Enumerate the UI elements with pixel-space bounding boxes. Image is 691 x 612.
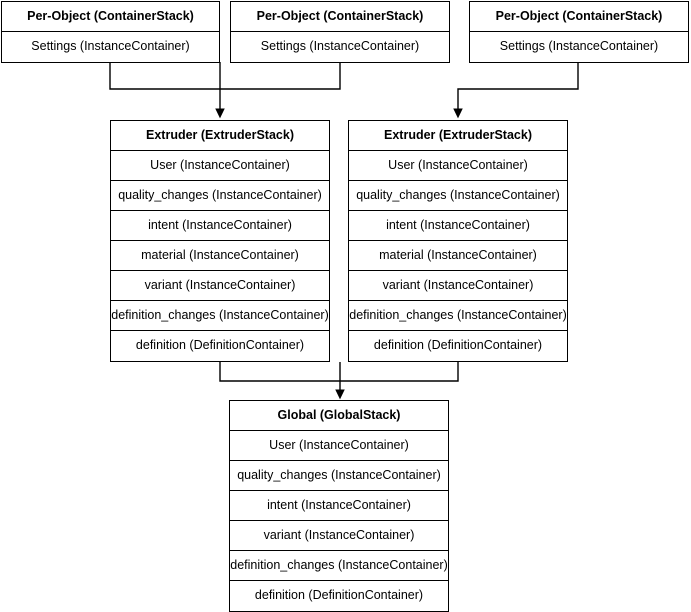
node-row: User (InstanceContainer)	[230, 431, 448, 461]
node-header: Per-Object (ContainerStack)	[2, 2, 219, 32]
node-row: variant (InstanceContainer)	[111, 271, 329, 301]
node-row: User (InstanceContainer)	[111, 151, 329, 181]
node-header: Per-Object (ContainerStack)	[470, 2, 688, 32]
node-header: Global (GlobalStack)	[230, 401, 448, 431]
node-header: Extruder (ExtruderStack)	[111, 121, 329, 151]
node-row: intent (InstanceContainer)	[230, 491, 448, 521]
edge-extruder-1-to-global	[219, 361, 340, 382]
node-row: intent (InstanceContainer)	[111, 211, 329, 241]
node-row: variant (InstanceContainer)	[230, 521, 448, 551]
node-row: material (InstanceContainer)	[111, 241, 329, 271]
node-per-object-2[interactable]: Per-Object (ContainerStack) Settings (In…	[230, 1, 450, 63]
node-row: intent (InstanceContainer)	[349, 211, 567, 241]
node-row: definition (DefinitionContainer)	[230, 581, 448, 611]
edge-per-object-3-to-extruder-2	[453, 60, 579, 119]
node-row: Settings (InstanceContainer)	[470, 32, 688, 62]
edge-per-object-1-to-extruder-1	[109, 60, 220, 90]
node-row: definition_changes (InstanceContainer)	[111, 301, 329, 331]
node-row: definition (DefinitionContainer)	[349, 331, 567, 361]
node-extruder-1[interactable]: Extruder (ExtruderStack) User (InstanceC…	[110, 120, 330, 362]
node-row: User (InstanceContainer)	[349, 151, 567, 181]
node-row: material (InstanceContainer)	[349, 241, 567, 271]
node-global[interactable]: Global (GlobalStack) User (InstanceConta…	[229, 400, 449, 612]
node-per-object-1[interactable]: Per-Object (ContainerStack) Settings (In…	[1, 1, 220, 63]
node-per-object-3[interactable]: Per-Object (ContainerStack) Settings (In…	[469, 1, 689, 63]
node-row: quality_changes (InstanceContainer)	[349, 181, 567, 211]
node-row: Settings (InstanceContainer)	[231, 32, 449, 62]
node-row: variant (InstanceContainer)	[349, 271, 567, 301]
edge-extruder-2-to-global	[340, 361, 459, 382]
node-header: Extruder (ExtruderStack)	[349, 121, 567, 151]
node-header: Per-Object (ContainerStack)	[231, 2, 449, 32]
node-row: definition (DefinitionContainer)	[111, 331, 329, 361]
edge-per-object-2-to-extruder-1	[220, 60, 341, 90]
node-row: quality_changes (InstanceContainer)	[230, 461, 448, 491]
node-row: Settings (InstanceContainer)	[2, 32, 219, 62]
node-extruder-2[interactable]: Extruder (ExtruderStack) User (InstanceC…	[348, 120, 568, 362]
node-row: definition_changes (InstanceContainer)	[230, 551, 448, 581]
node-row: definition_changes (InstanceContainer)	[349, 301, 567, 331]
node-row: quality_changes (InstanceContainer)	[111, 181, 329, 211]
